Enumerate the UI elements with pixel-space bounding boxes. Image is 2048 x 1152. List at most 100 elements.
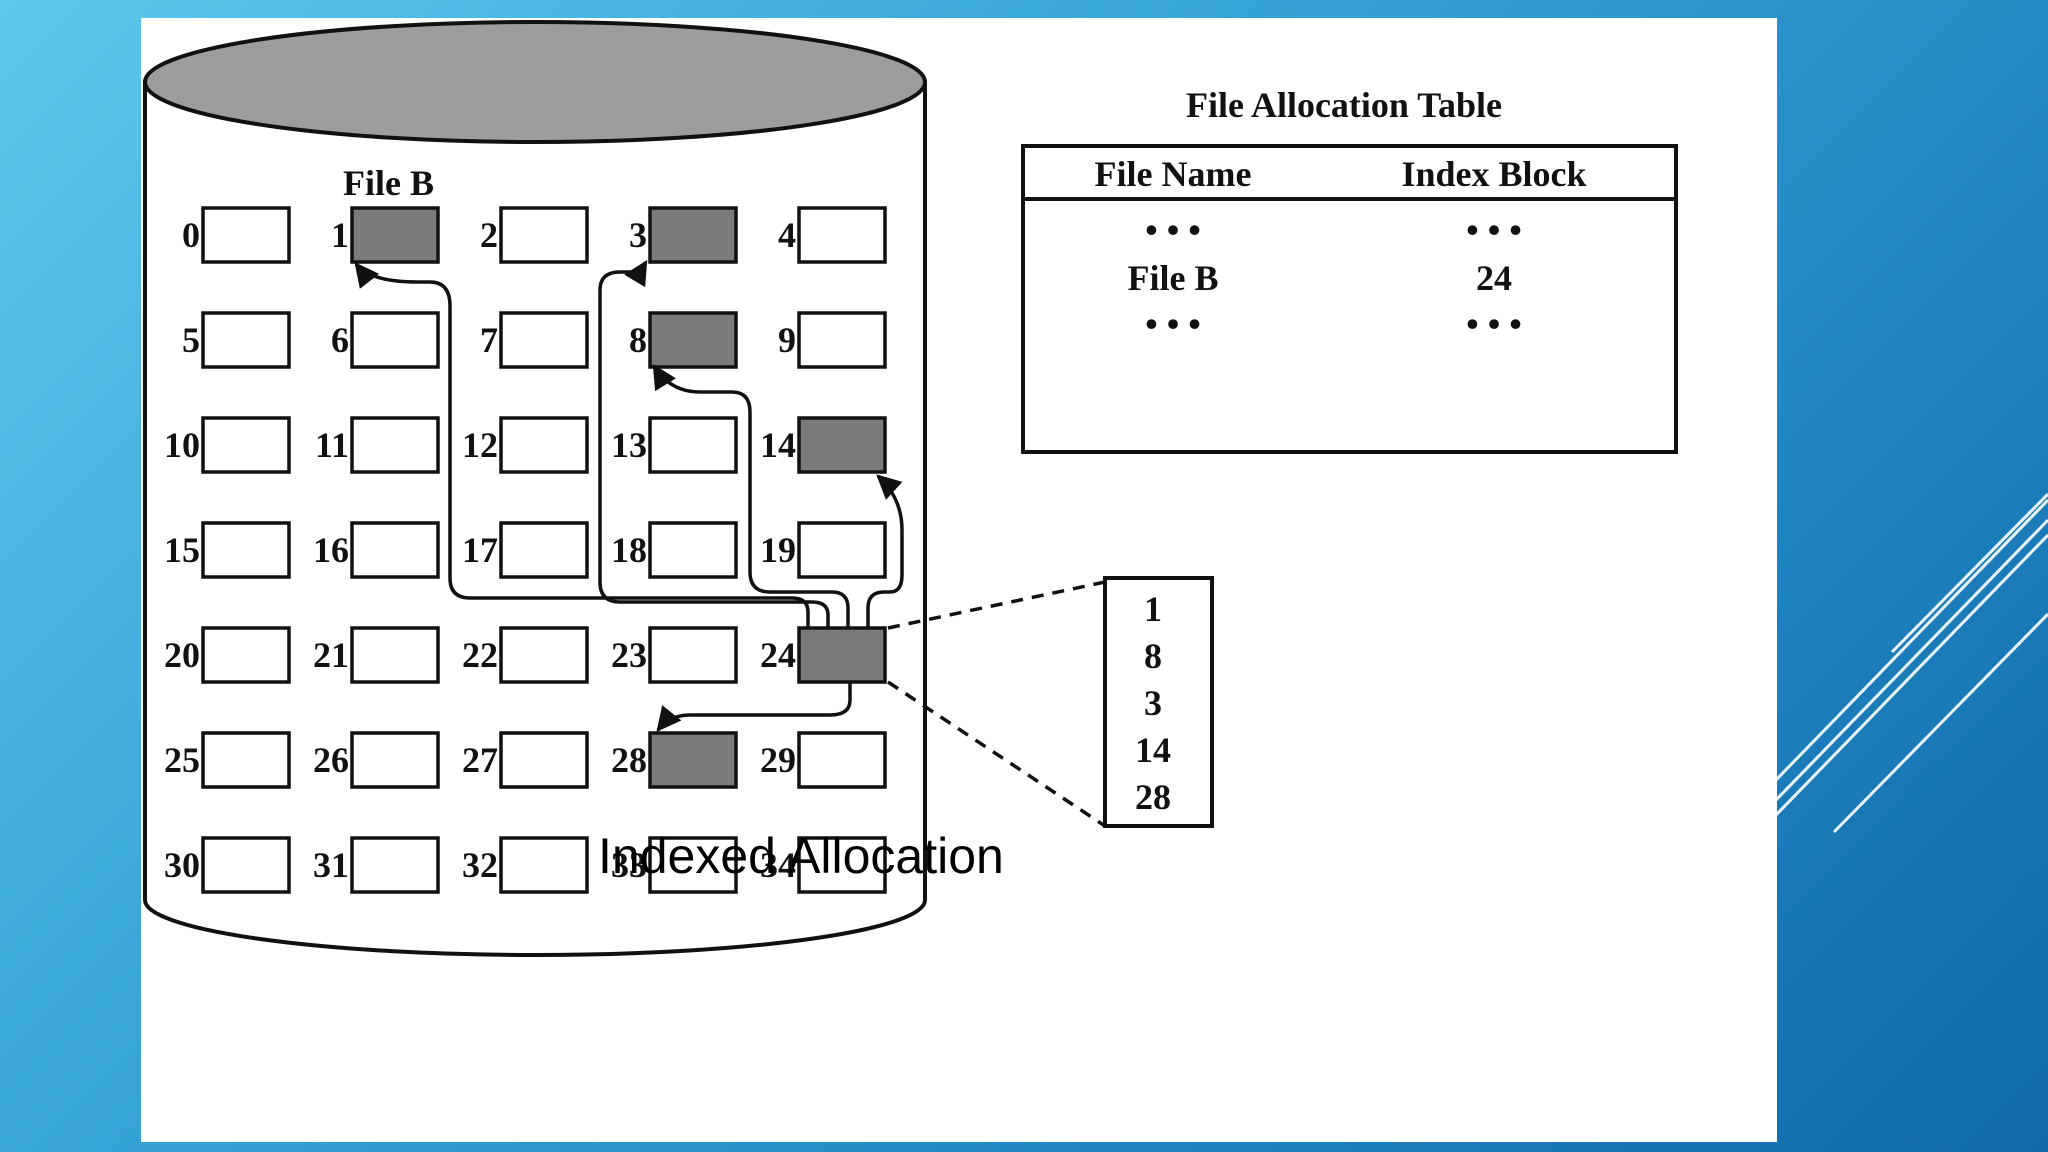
disk-block-16: [350, 521, 440, 579]
disk-block-number-11: 11: [315, 425, 349, 465]
disk-block-number-22: 22: [462, 635, 498, 675]
disk-block-number-14: 14: [760, 425, 796, 465]
index-entry-2: 8: [1144, 636, 1162, 676]
disk-block-number-6: 6: [331, 320, 349, 360]
index-entry-1: 1: [1144, 589, 1162, 629]
fat-row-2-index-block: 24: [1476, 258, 1512, 298]
fat-row-3-file-name: • • •: [1145, 304, 1201, 344]
disk-top: [143, 20, 927, 144]
disk-block-20: [201, 626, 291, 684]
disk-block-number-30: 30: [164, 845, 200, 885]
disk-block-number-20: 20: [164, 635, 200, 675]
disk-block-number-28: 28: [611, 740, 647, 780]
disk-block-7: [499, 311, 589, 369]
pointer-to-block-14: [866, 474, 904, 628]
disk-block-number-0: 0: [182, 215, 200, 255]
disk-block-number-9: 9: [778, 320, 796, 360]
disk-block-26: [350, 731, 440, 789]
file-allocation-table: File Allocation Table File Name Index Bl…: [1021, 85, 1678, 454]
disk-block-number-10: 10: [164, 425, 200, 465]
disk-block-number-1: 1: [331, 215, 349, 255]
disk-block-number-26: 26: [313, 740, 349, 780]
disk-block-number-24: 24: [760, 635, 796, 675]
disk-block-24: [797, 626, 887, 684]
disk-block-number-29: 29: [760, 740, 796, 780]
disk-block-2: [499, 206, 589, 264]
disk-block-number-32: 32: [462, 845, 498, 885]
disk-block-number-15: 15: [164, 530, 200, 570]
disk-cylinder: [143, 20, 927, 957]
disk-block-number-34: 34: [760, 845, 796, 885]
disk-block-21: [350, 626, 440, 684]
disk-block-number-25: 25: [164, 740, 200, 780]
disk-block-19: [797, 521, 887, 579]
disk-block-31: [350, 836, 440, 894]
index-block-contents: 1 8 3 14 28: [1103, 576, 1214, 828]
disk-block-number-18: 18: [611, 530, 647, 570]
disk-block-17: [499, 521, 589, 579]
fat-row-1-file-name: • • •: [1145, 210, 1201, 250]
pointer-to-block-1: [354, 262, 810, 628]
disk-block-1: [350, 206, 440, 264]
pointer-to-block-28: [656, 682, 852, 732]
disk-block-number-8: 8: [629, 320, 647, 360]
disk-block-33: [648, 836, 738, 894]
disk-block-number-4: 4: [778, 215, 796, 255]
pointer-to-block-8: [652, 363, 850, 628]
pointer-arrows: [354, 259, 904, 732]
disk-block-9: [797, 311, 887, 369]
disk-block-number-12: 12: [462, 425, 498, 465]
disk-block-18: [648, 521, 738, 579]
index-entry-5: 28: [1135, 777, 1171, 817]
fat-row-2-file-name: File B: [1128, 258, 1219, 298]
disk-block-number-17: 17: [462, 530, 498, 570]
index-entry-3: 3: [1144, 683, 1162, 723]
disk-block-11: [350, 416, 440, 474]
disk-block-34: [797, 836, 887, 894]
disk-block-0: [201, 206, 291, 264]
disk-block-10: [201, 416, 291, 474]
disk-block-8: [648, 311, 738, 369]
disk-block-32: [499, 836, 589, 894]
pointer-to-block-3: [598, 259, 830, 628]
disk-block-30: [201, 836, 291, 894]
disk-block-27: [499, 731, 589, 789]
disk-block-29: [797, 731, 887, 789]
disk-block-3: [648, 206, 738, 264]
slide-caption: Indexed Allocation: [598, 828, 1004, 884]
disk-block-28: [648, 731, 738, 789]
disk-block-number-16: 16: [313, 530, 349, 570]
disk-block-number-21: 21: [313, 635, 349, 675]
disk-block-number-5: 5: [182, 320, 200, 360]
file-b-label: File B: [343, 163, 434, 203]
disk-block-number-2: 2: [480, 215, 498, 255]
fat-row-1-index-block: • • •: [1466, 210, 1522, 250]
disk-block-5: [201, 311, 291, 369]
disk-block-15: [201, 521, 291, 579]
disk-block-12: [499, 416, 589, 474]
disk-block-25: [201, 731, 291, 789]
disk-block-14: [797, 416, 887, 474]
fat-header-file-name: File Name: [1095, 154, 1252, 194]
index-entry-4: 14: [1135, 730, 1171, 770]
disk-block-22: [499, 626, 589, 684]
disk-block-6: [350, 311, 440, 369]
disk-block-number-19: 19: [760, 530, 796, 570]
disk-block-number-13: 13: [611, 425, 647, 465]
disk-block-number-3: 3: [629, 215, 647, 255]
fat-header-index-block: Index Block: [1401, 154, 1586, 194]
disk-block-number-31: 31: [313, 845, 349, 885]
disk-block-number-23: 23: [611, 635, 647, 675]
disk-block-number-27: 27: [462, 740, 498, 780]
leader-line-top: [887, 580, 1106, 630]
fat-row-3-index-block: • • •: [1466, 304, 1522, 344]
disk-block-number-7: 7: [480, 320, 498, 360]
disk-block-number-33: 33: [611, 845, 647, 885]
disk-block-13: [648, 416, 738, 474]
disk-block-4: [797, 206, 887, 264]
fat-title: File Allocation Table: [1186, 85, 1502, 125]
disk-block-23: [648, 626, 738, 684]
